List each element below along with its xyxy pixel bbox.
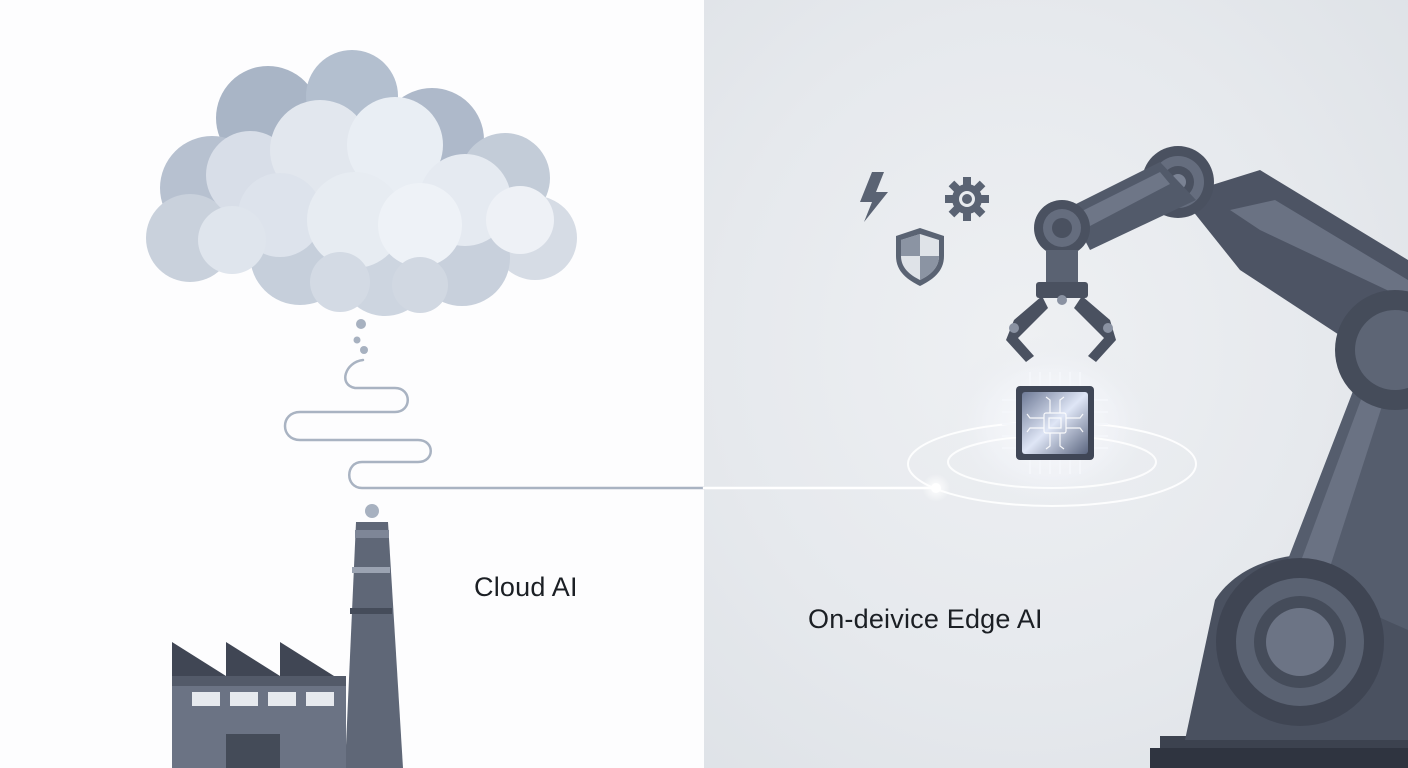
robotic-arm-icon [1006, 146, 1408, 768]
connection-dots [353, 319, 368, 354]
chip-icon [1002, 372, 1108, 474]
edge-ai-label: On-deivice Edge AI [808, 604, 1043, 634]
cloud-icon [146, 50, 577, 316]
lightning-icon [860, 172, 888, 222]
shield-icon [896, 228, 944, 286]
data-link-line [283, 358, 706, 490]
smoke-dot [365, 504, 379, 518]
cloud-ai-label: Cloud AI [474, 572, 578, 602]
factory-icon [172, 522, 403, 768]
gear-icon [945, 177, 989, 221]
